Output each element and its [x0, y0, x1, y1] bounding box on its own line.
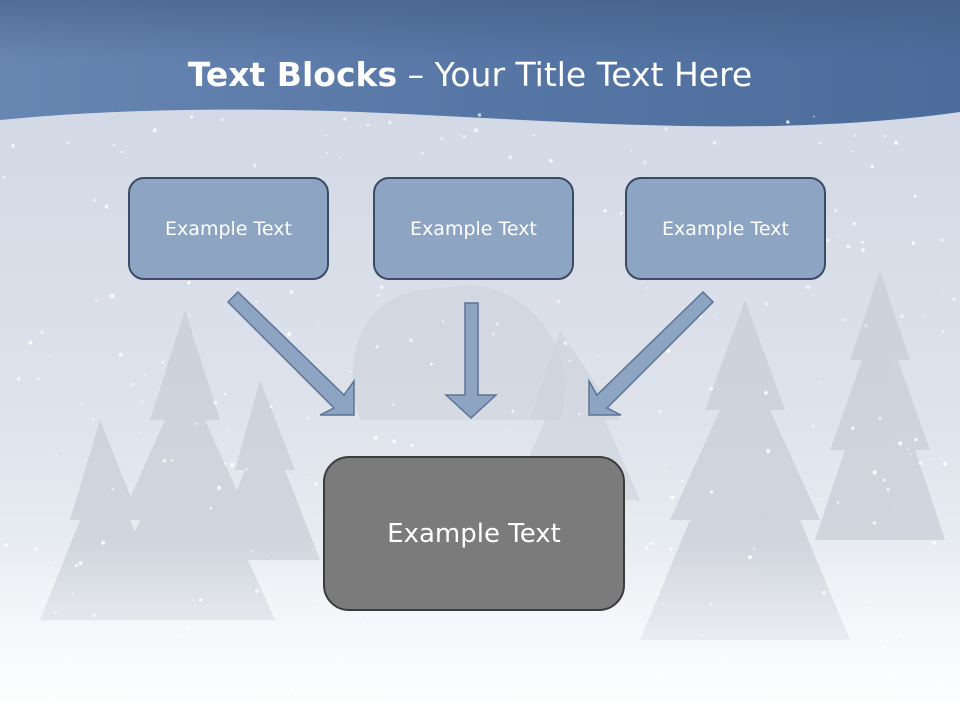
input-box-2-label: Example Text	[410, 217, 537, 240]
input-box-3-label: Example Text	[662, 217, 789, 240]
input-box-2: Example Text	[373, 177, 574, 280]
result-box-label: Example Text	[387, 518, 561, 549]
input-box-3: Example Text	[625, 177, 826, 280]
arrow-center-down	[444, 302, 498, 420]
input-box-1: Example Text	[128, 177, 329, 280]
result-box: Example Text	[323, 456, 625, 611]
arrow-right-diagonal	[588, 290, 715, 416]
input-box-1-label: Example Text	[165, 217, 292, 240]
title-rest: Your Title Text Here	[434, 55, 753, 94]
title-bold: Text Blocks	[187, 55, 398, 94]
slide-title: Text Blocks – Your Title Text Here	[0, 52, 940, 98]
arrow-left-diagonal	[226, 290, 355, 416]
title-dash: –	[397, 55, 435, 94]
